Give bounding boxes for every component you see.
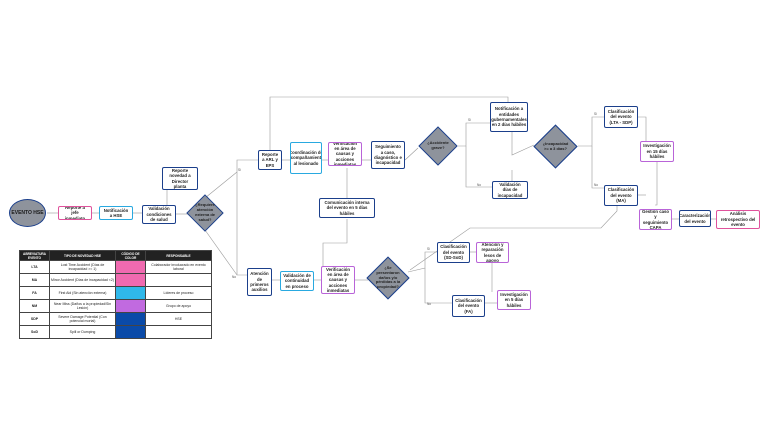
legend-type: Spill or Dumping: [49, 325, 116, 339]
legend-row: SoD Spill or Dumping: [19, 325, 212, 339]
legend-row: SDP Severe Damage Potential (Con potenci…: [19, 312, 212, 326]
node-clasificacion-fa[interactable]: Clasificación del evento (FA): [452, 295, 485, 317]
node-notificacion-hse[interactable]: Notificación a HSE: [99, 206, 133, 220]
legend-row: LTA Lost Time Accident (Días de incapaci…: [19, 260, 212, 274]
node-verificacion-causas-top[interactable]: Verificación en área de causas y accione…: [328, 142, 362, 166]
branch-label-yes-2: Si: [468, 118, 471, 122]
decision-atencion-externa[interactable]: ¿Requiere atención externa de salud?: [186, 194, 224, 232]
decision-incapacidad-label: ¿Incapacidad >= a 3 días?: [542, 140, 569, 151]
legend-responsable: HSE: [145, 312, 212, 326]
legend-row: FA First Aid (Sin atención externa) Líde…: [19, 286, 212, 300]
legend-type: Minor Accident (Días de incapacidad <2): [49, 273, 116, 287]
legend-abbr: LTA: [19, 260, 50, 274]
node-clasificacion-sd[interactable]: Clasificación del evento (SD-SoD): [437, 242, 470, 263]
legend-responsable: Grupo de apoyo: [145, 299, 212, 313]
node-clasificacion-lti[interactable]: Clasificación del evento (LTA - SDP): [604, 106, 638, 128]
legend-responsable: Colaborador involucrado en evento labora…: [145, 260, 212, 274]
legend-header-abbr: ABREVIATURA EVENTO: [19, 250, 50, 261]
node-clasificacion-ma[interactable]: Clasificación del evento (MA): [604, 185, 638, 206]
node-comunicacion[interactable]: Comunicación interna del evento en 5 día…: [319, 198, 375, 218]
decision-accidente-grave-label: ¿Accidente grave?: [427, 140, 449, 150]
branch-label-yes-4: Si: [427, 247, 430, 251]
node-investigacion-15[interactable]: Investigación en 15 días hábiles: [640, 141, 674, 162]
legend-color-swatch: [115, 260, 146, 274]
decision-danos-propiedad[interactable]: ¿Se presentaron daños y/o pérdidas a la …: [366, 255, 410, 301]
node-atencion-auxilios[interactable]: Atención de primeros auxilios: [247, 268, 272, 296]
decision-incapacidad[interactable]: ¿Incapacidad >= a 3 días?: [533, 124, 578, 169]
decision-accidente-grave[interactable]: ¿Accidente grave?: [418, 126, 458, 166]
branch-label-no-4: No: [427, 302, 431, 306]
diamond-shape-icon: [186, 194, 224, 232]
legend-responsable: [145, 273, 212, 287]
node-validacion-continuidad[interactable]: Validación de continuidad en proceso: [280, 271, 314, 291]
node-notificacion-entidades[interactable]: Notificación a entidades gubernamentales…: [490, 102, 528, 132]
legend-responsable: Líderes de proceso: [145, 286, 212, 300]
legend-abbr: SDP: [19, 312, 50, 326]
node-analisis-retrospectivo[interactable]: Análisis retrospectivo del evento: [716, 210, 760, 229]
legend-table: ABREVIATURA EVENTO TIPO DE NOVEDAD HSE C…: [19, 250, 212, 339]
node-seguimiento[interactable]: Seguimiento a caso, diagnóstico e incapa…: [371, 141, 405, 169]
node-caracterizacion[interactable]: Caracterización del evento: [679, 210, 711, 227]
node-verificacion-causas-bottom[interactable]: Verificación en área de causas y accione…: [321, 266, 355, 294]
legend-type: Lost Time Accident (Días de incapacidad …: [49, 260, 116, 274]
legend-abbr: NM: [19, 299, 50, 313]
start-event-label: EVENTO HSE: [11, 210, 44, 216]
node-reporte-novedad[interactable]: Reporte novedad a Director planta: [162, 167, 198, 190]
node-coordinacion[interactable]: Coordinación de acompañamiento al lesion…: [290, 142, 322, 174]
node-validacion-condiciones[interactable]: Validación condiciones de salud: [142, 205, 176, 224]
legend-row: NM Near Miss (Daños a la propiedad/Sin L…: [19, 299, 212, 313]
legend-header-type: TIPO DE NOVEDAD HSE: [49, 250, 116, 261]
legend-type: Severe Damage Potential (Con potencial m…: [49, 312, 116, 326]
decision-danos-propiedad-label: ¿Se presentaron daños y/o pérdidas a la …: [375, 265, 401, 290]
legend-header-color: CÓDIGO DE COLOR: [115, 250, 146, 261]
legend-color-swatch: [115, 286, 146, 300]
node-validacion-incapacidad[interactable]: Validación días de incapacidad: [492, 181, 528, 199]
legend-color-swatch: [115, 299, 146, 313]
node-reporte-jefe[interactable]: Reporte a jefe inmediato: [58, 206, 92, 220]
diamond-shape-icon: [533, 124, 578, 169]
legend-color-swatch: [115, 273, 146, 287]
branch-label-no-2: No: [477, 183, 481, 187]
legend-abbr: FA: [19, 286, 50, 300]
legend-abbr: MA: [19, 273, 50, 287]
legend-header-row: ABREVIATURA EVENTO TIPO DE NOVEDAD HSE C…: [19, 250, 212, 261]
legend-row: MA Minor Accident (Días de incapacidad <…: [19, 273, 212, 287]
branch-label-no-1: No: [232, 275, 236, 279]
branch-label-yes-3: Si: [594, 112, 597, 116]
legend-type: Near Miss (Daños a la propiedad/Sin Lesi…: [49, 299, 116, 313]
branch-label-no-3: No: [594, 183, 598, 187]
branch-label-yes-1: Si: [238, 168, 241, 172]
node-gestion-capa[interactable]: Gestión caso y seguimiento CAPA: [639, 209, 672, 230]
legend-header-resp: RESPONSABLE: [145, 250, 212, 261]
legend-color-swatch: [115, 325, 146, 339]
node-atencion-reparacion[interactable]: Atención y reparación lesos de apoyo: [476, 242, 509, 263]
node-reporte-arl[interactable]: Reporte a ARL y EPS: [258, 150, 282, 170]
legend-type: First Aid (Sin atención externa): [49, 286, 116, 300]
legend-color-swatch: [115, 312, 146, 326]
decision-atencion-externa-label: ¿Requiere atención externa de salud?: [194, 202, 215, 222]
diamond-shape-icon: [418, 126, 458, 166]
legend-responsable: [145, 325, 212, 339]
start-event-node[interactable]: EVENTO HSE: [9, 199, 46, 227]
legend-abbr: SoD: [19, 325, 50, 339]
node-investigacion-5[interactable]: Investigación en 5 días hábiles: [497, 290, 531, 310]
diamond-shape-icon: [366, 256, 410, 300]
